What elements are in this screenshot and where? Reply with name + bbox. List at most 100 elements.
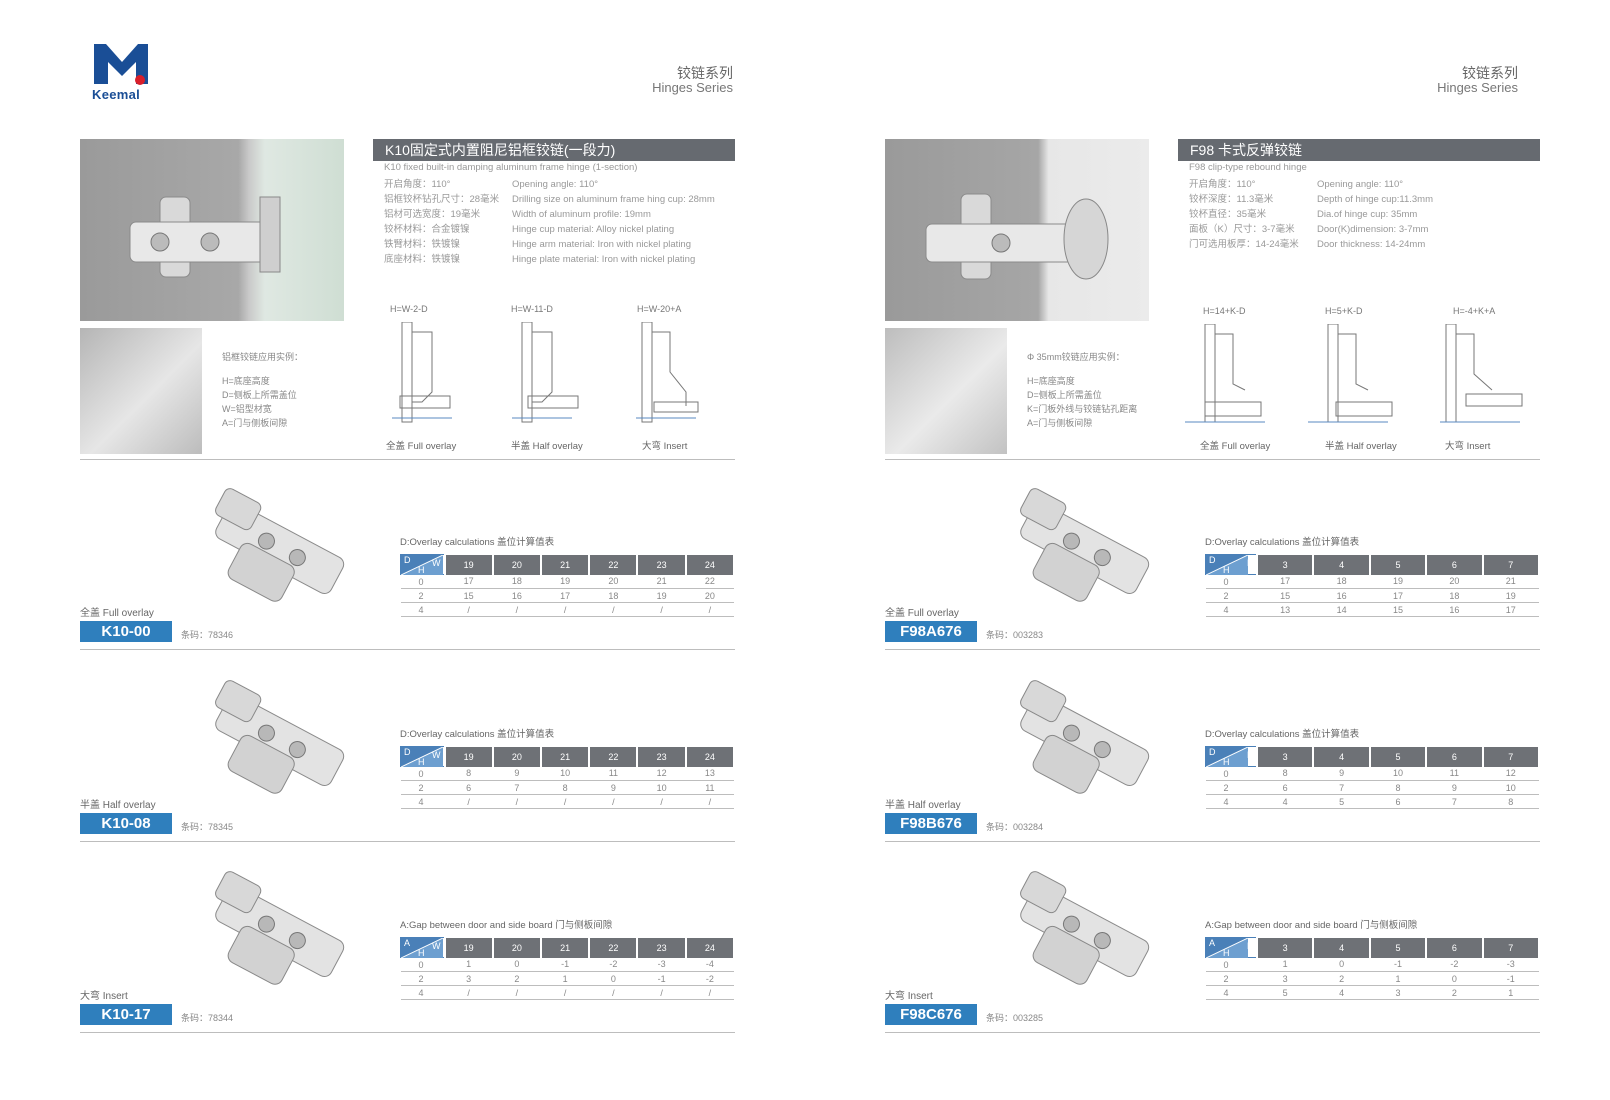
installation-diagram — [392, 322, 452, 423]
table-row-header: 2 — [1205, 780, 1257, 795]
corner-label-col: W — [432, 750, 441, 760]
table-title: D:Overlay calculations 盖位计算值表 — [400, 729, 555, 740]
table-cell: 0 — [1426, 971, 1483, 986]
table-cell: / — [444, 794, 493, 809]
installation-diagram — [1185, 324, 1265, 423]
table-cell: 22 — [685, 574, 734, 589]
usage-title: 铝框铰链应用实例： — [222, 352, 304, 362]
table-column-header: 23 — [637, 554, 687, 575]
table-cell: 20 — [589, 574, 638, 589]
corner-label-sub: H — [418, 757, 425, 767]
table-cell: 9 — [492, 766, 542, 781]
table-cell: 6 — [1256, 780, 1314, 795]
table-cell: 16 — [1313, 588, 1370, 603]
table-column-header: 4 — [1313, 937, 1371, 958]
table-cell: 17 — [1369, 588, 1427, 603]
table-cell: 17 — [1256, 574, 1314, 589]
table-row-header: 0 — [400, 766, 445, 781]
table-cell: 15 — [444, 588, 493, 603]
spec-en: Width of aluminum profile: 19mm — [512, 209, 651, 220]
table-cell: / — [589, 602, 638, 617]
product-subtitle: K10 fixed built-in damping aluminum fram… — [384, 162, 638, 173]
divider — [885, 841, 1540, 842]
table-title: D:Overlay calculations 盖位计算值表 — [400, 537, 555, 548]
table-cell: 0 — [492, 957, 542, 972]
table-cell: 3 — [1256, 971, 1314, 986]
table-cell: 12 — [1482, 766, 1539, 781]
table-cell: / — [685, 794, 734, 809]
table-cell: / — [637, 794, 686, 809]
usage-notes: 铝框铰链应用实例： H=底座高度 D=侧板上所需盖位 W=铝型材宽 A=门与侧板… — [222, 350, 303, 430]
table-column-header: 4 — [1313, 746, 1371, 767]
table-cell: 21 — [637, 574, 686, 589]
table-cell: 14 — [1313, 602, 1370, 617]
table-column-header: 7 — [1482, 554, 1541, 575]
usage-line: A=门与侧板间隙 — [222, 418, 288, 428]
table-column-header: 3 — [1256, 746, 1315, 767]
table-cell: -1 — [541, 957, 590, 972]
spec-zh: 铰杯直径：35毫米 — [1189, 209, 1267, 220]
variant-label: 半盖 Half overlay — [885, 800, 961, 811]
table-cell: 4 — [1313, 985, 1370, 1000]
table-cell: 10 — [1369, 766, 1427, 781]
corner-label-sub: H — [418, 948, 425, 958]
table-cell: 21 — [1482, 574, 1539, 589]
spec-en: Hinge arm material: Iron with nickel pla… — [512, 239, 691, 250]
table-title: A:Gap between door and side board 门与侧板间隙 — [400, 920, 613, 931]
table-cell: 5 — [1313, 794, 1370, 809]
table-column-header: 24 — [685, 554, 736, 575]
table-cell: 6 — [1369, 794, 1427, 809]
spec-zh: 铝材可选宽度：19毫米 — [384, 209, 481, 220]
diagram-formula: H=W-2-D — [390, 304, 428, 314]
hinge-photo-icon — [129, 196, 281, 278]
corner-label-col: W — [432, 558, 441, 568]
table-cell: -2 — [1426, 957, 1483, 972]
table-cell: 1 — [1256, 957, 1314, 972]
product-code: F98A676 — [885, 621, 977, 642]
table-cell: / — [541, 985, 590, 1000]
table-cell: 18 — [1313, 574, 1370, 589]
keemal-logo — [94, 44, 148, 85]
corner-label-sub: H — [418, 565, 425, 575]
table-cell: 11 — [685, 780, 734, 795]
table-row-header: 2 — [1205, 971, 1257, 986]
table-cell: 16 — [492, 588, 542, 603]
table-cell: / — [492, 985, 542, 1000]
table-cell: 8 — [444, 766, 493, 781]
table-cell: 5 — [1256, 985, 1314, 1000]
table-cell: -1 — [1369, 957, 1427, 972]
table-column-header: 4 — [1313, 554, 1371, 575]
series-title-zh: 铰链系列 — [677, 65, 733, 81]
diagram-caption: 全盖 Full overlay — [386, 441, 457, 452]
corner-label-col: K — [1246, 941, 1253, 951]
spec-en: Opening angle: 110° — [512, 179, 599, 190]
hinge-photo-icon — [925, 193, 1109, 280]
table-cell: 8 — [1256, 766, 1314, 781]
table-cell: 4 — [1256, 794, 1314, 809]
table-row: 4////// — [400, 602, 734, 617]
spec-zh: 门可选用板厚：14-24毫米 — [1189, 239, 1299, 250]
barcode-number: 条码：78344 — [181, 1013, 234, 1023]
table-column-header: 19 — [444, 554, 494, 575]
table-cell: / — [492, 794, 542, 809]
corner-diagonal-icon — [1206, 938, 1248, 958]
table-cell: 15 — [1369, 602, 1427, 617]
product-title: K10固定式内置阻尼铝框铰链(一段力) — [373, 139, 735, 161]
hinge-product-icon — [215, 871, 345, 985]
table-column-header: 21 — [541, 937, 591, 958]
table-cell: 17 — [541, 588, 590, 603]
barcode-number: 条码：003285 — [986, 1013, 1044, 1023]
table-cell: 16 — [1426, 602, 1483, 617]
table-column-header: 19 — [444, 937, 494, 958]
table-column-header: 3 — [1256, 554, 1315, 575]
table-title: A:Gap between door and side board 门与侧板间隙 — [1205, 920, 1418, 931]
installation-diagram — [1440, 324, 1523, 423]
